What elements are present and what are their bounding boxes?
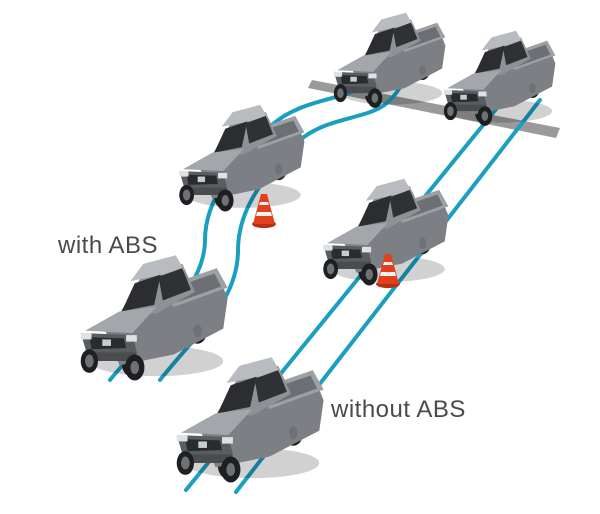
label-without-abs: without ABS	[331, 396, 466, 423]
truck-top-center	[333, 12, 446, 108]
truck-with-abs-front	[80, 255, 228, 381]
truck-without-abs-front	[176, 357, 324, 483]
label-with-abs: with ABS	[58, 232, 159, 259]
truck-top-right	[443, 30, 556, 126]
truck-with-abs-middle	[179, 104, 305, 212]
